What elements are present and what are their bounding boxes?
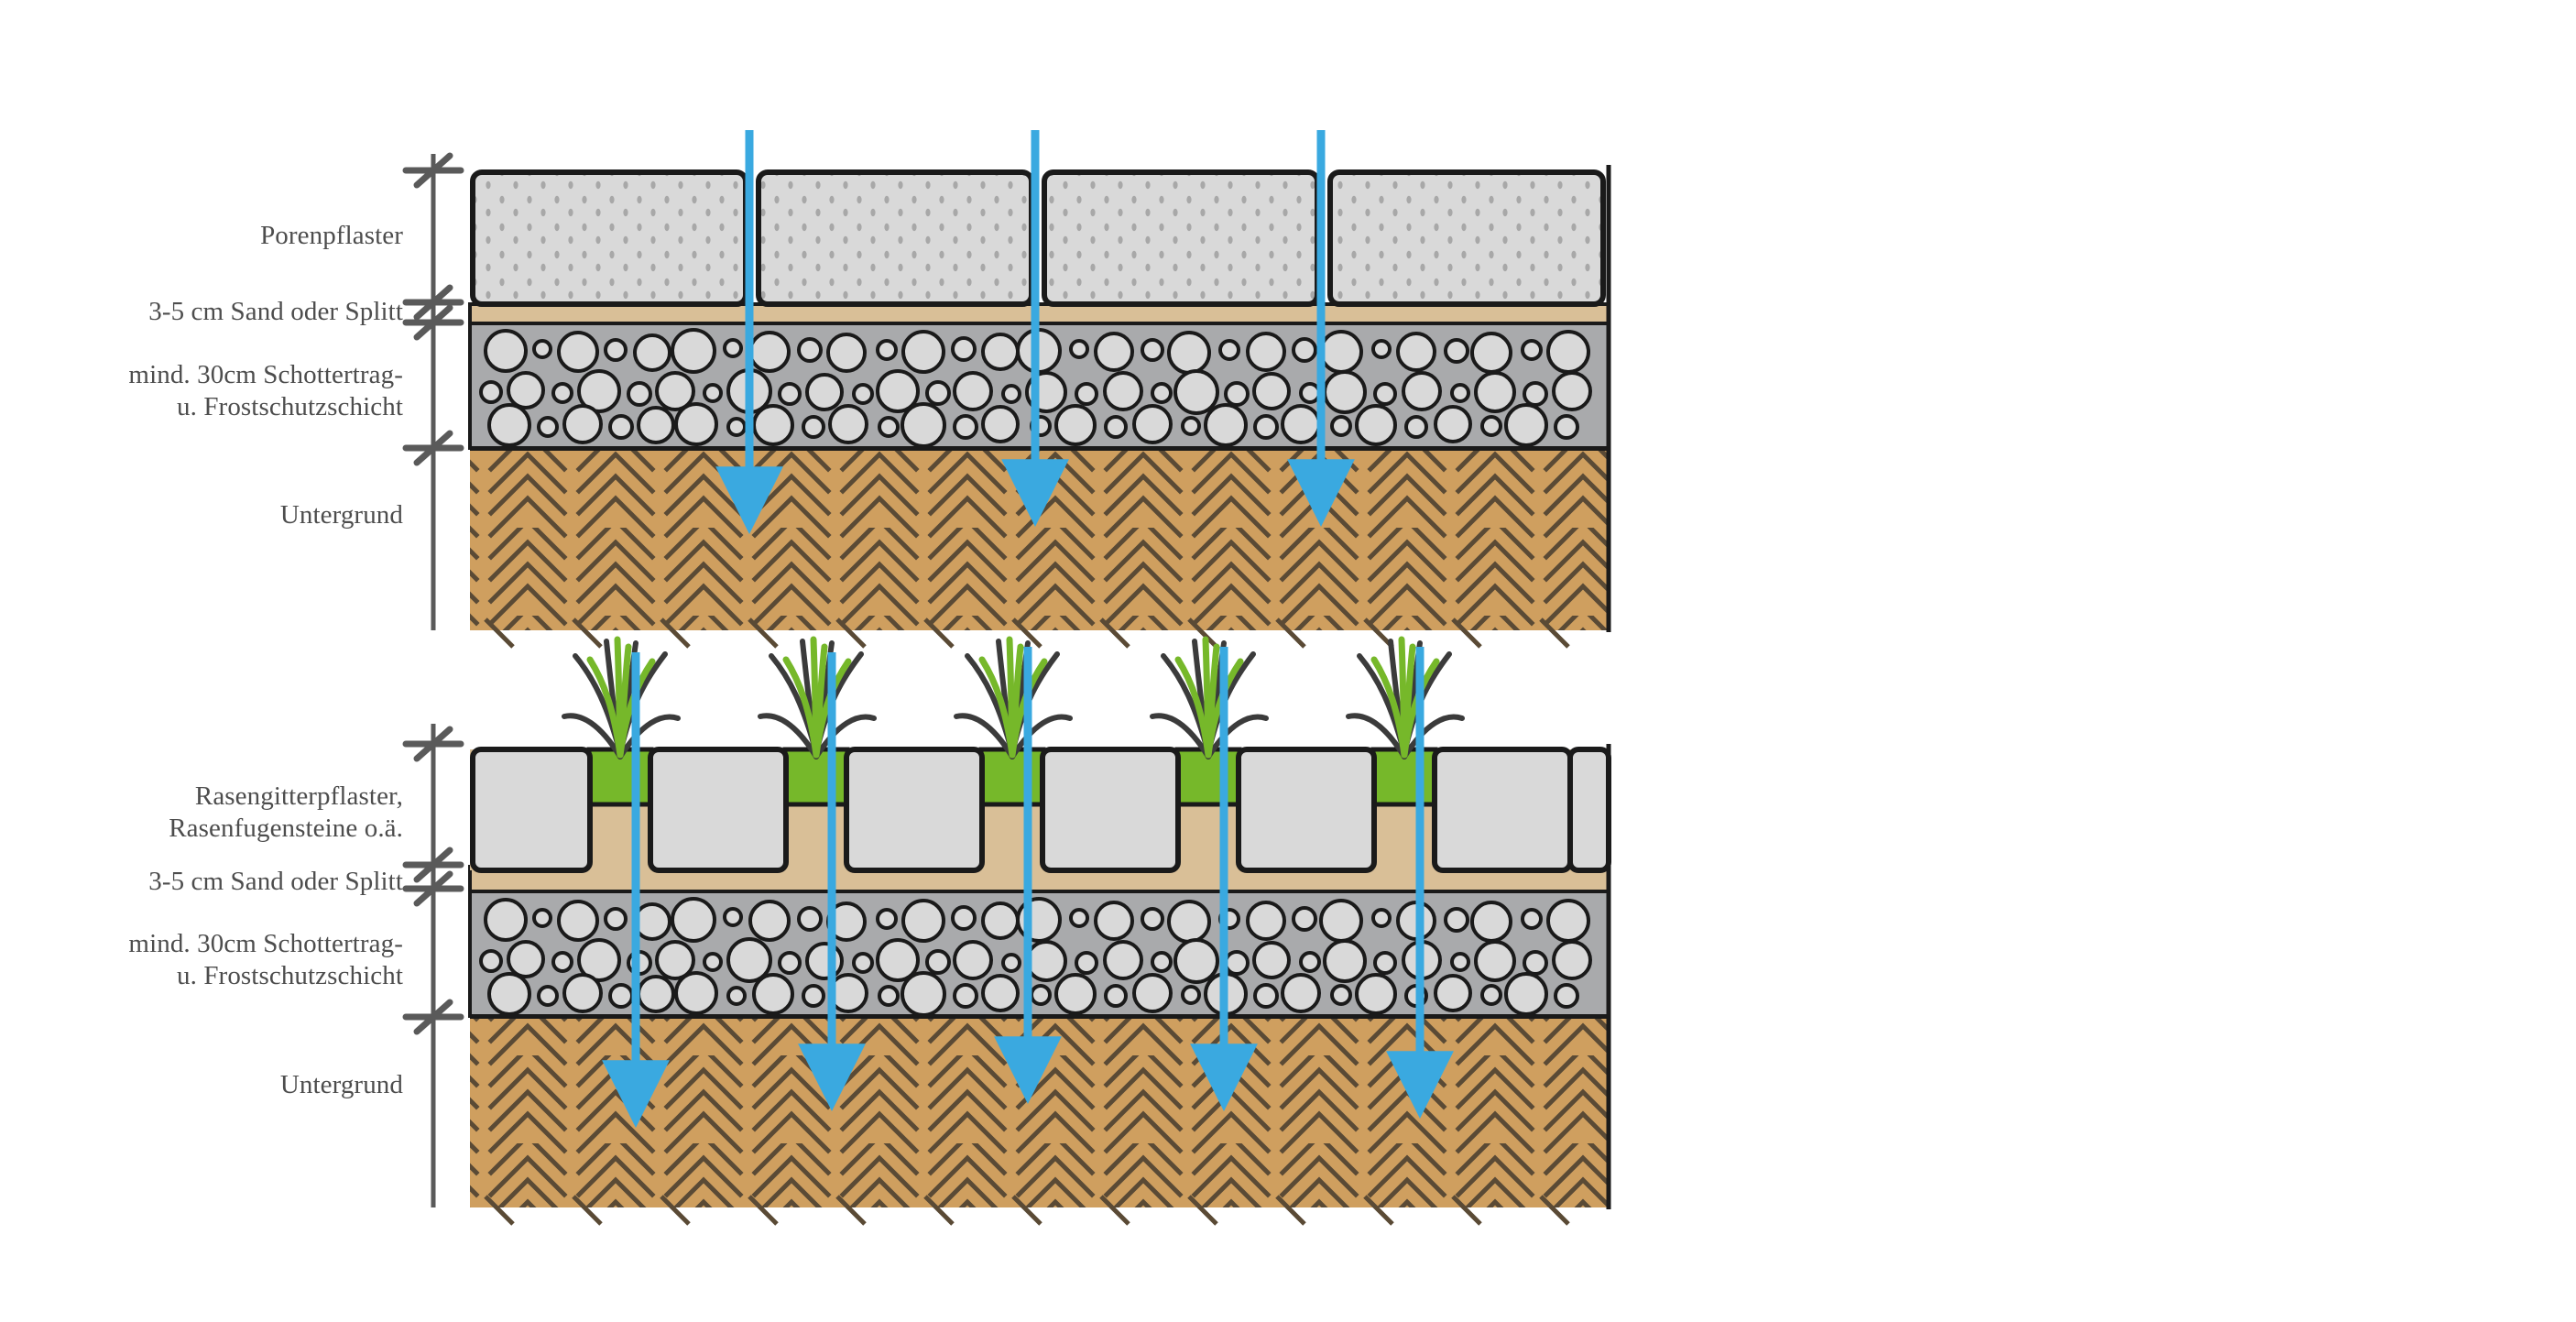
- dimension-line-top: [402, 152, 464, 630]
- gravel-stones-top: [479, 328, 1592, 448]
- paver-stone: [1042, 169, 1320, 307]
- paver-stone: [1327, 169, 1606, 307]
- grass-tuft: [562, 636, 681, 759]
- paver-block: [1432, 747, 1573, 873]
- label-porenpflaster: Porenpflaster: [260, 221, 403, 250]
- paver-block: [1236, 747, 1377, 873]
- paver-stone: [756, 169, 1034, 307]
- grass-tuft: [758, 636, 877, 759]
- dimension-line-bottom: [402, 724, 464, 1207]
- label-untergrund-bottom: Untergrund: [279, 1070, 403, 1099]
- water-infiltration-arrows-bottom: [602, 647, 1454, 1128]
- section-porous-paving-graphics: [402, 130, 1611, 649]
- label-schotter-top: mind. 30cm Schottertrag- u. Frostschutzs…: [128, 360, 403, 422]
- paver-stone: [470, 169, 748, 307]
- label-sand-splitt-top: 3-5 cm Sand oder Splitt: [148, 297, 403, 326]
- porous-paver-stones: [470, 169, 1606, 307]
- paver-block: [1040, 747, 1181, 873]
- subsoil-layer-top: [470, 449, 1609, 630]
- grass-tuft: [1346, 636, 1465, 759]
- paver-block: [648, 747, 789, 873]
- grass-tuft: [954, 636, 1073, 759]
- water-infiltration-arrows-top: [715, 130, 1355, 534]
- paver-block: [844, 747, 985, 873]
- label-rasengitterpflaster: Rasengitterpflaster, Rasenfugensteine o.…: [169, 781, 403, 844]
- grass-tuft: [1150, 636, 1269, 759]
- subsoil-hatch-spill-top: [484, 617, 1570, 649]
- paver-block: [470, 747, 593, 873]
- grass-paver-blocks: [470, 747, 1611, 873]
- label-schotter-bottom: mind. 30cm Schottertrag- u. Frostschutzs…: [128, 929, 403, 991]
- subsoil-layer-bottom: [470, 1017, 1609, 1207]
- gravel-stones-bottom: [479, 897, 1592, 1016]
- subsoil-hatch-spill-bottom: [484, 1195, 1570, 1226]
- label-sand-splitt-bottom: 3-5 cm Sand oder Splitt: [148, 867, 403, 896]
- label-untergrund-top: Untergrund: [279, 500, 403, 530]
- paver-block: [1567, 747, 1611, 873]
- section-grass-paving-graphics: [402, 636, 1611, 1226]
- grass-tufts: [562, 636, 1465, 759]
